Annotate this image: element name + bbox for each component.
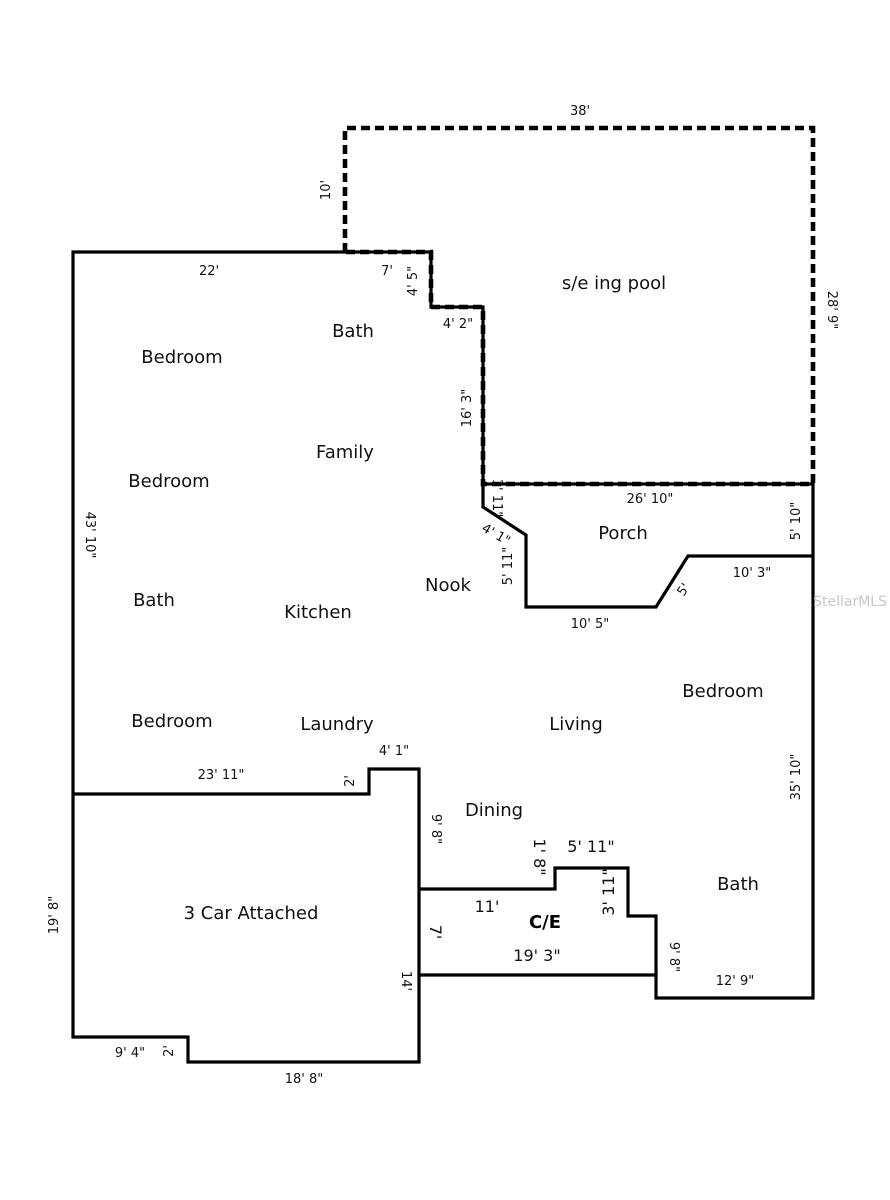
dim-porch-angle: 5' [675,581,694,599]
room-bedroom-1: Bedroom [141,347,222,368]
dim-pool-left: 10' [319,180,334,200]
dim-porch-right-edge: 5' 10" [789,502,804,541]
room-living: Living [549,714,603,735]
dim-garage-left: 19' 8" [47,896,62,935]
room-kitchen: Kitchen [284,602,352,623]
garage-top-wall [73,767,421,975]
dim-ce-left: 7' [426,925,445,940]
dim-small-two-bottom: 2' [162,1045,177,1057]
room-pool: s/e ing pool [562,273,666,294]
room-dining: Dining [465,800,523,821]
dim-corner-small: 1' 11" [489,479,504,518]
dim-pool-side-wall: 16' 3" [460,389,475,428]
dim-garage-top: 23' 11" [198,768,245,783]
watermark: StellarMLS [813,594,887,610]
dim-pool-right: 28' 9" [824,291,839,330]
pool-outline [342,125,816,487]
dim-ce-step-top: 5' 11" [567,837,614,856]
porch-outline [481,484,813,609]
dim-porch-bottom: 10' 5" [571,617,610,632]
dim-bath-bottom: 12' 9" [716,974,755,989]
dim-step-vertical: 4' 5" [406,266,421,296]
dim-garage-bottom: 18' 8" [285,1072,324,1087]
dim-pool-top: 38' [570,104,590,119]
room-ce: C/E [529,912,561,933]
room-bath-3: Bath [717,874,759,895]
dim-house-left: 43' 10" [82,512,97,559]
dim-top-step: 7' [381,264,393,279]
dim-ce-step-right: 3' 11" [599,868,618,915]
room-bath-1: Bath [332,321,374,342]
room-bedroom-2: Bedroom [128,471,209,492]
dim-ce-step-small: 1' 8" [530,838,549,875]
room-bedroom-4: Bedroom [131,711,212,732]
dim-right-wall: 35' 10" [789,754,804,801]
dim-small-two-top: 2' [343,775,358,787]
dim-ce-top: 11' [475,897,500,916]
dim-bath-left: 9' 8" [666,942,681,972]
dim-step-horizontal: 4' 2" [443,317,473,332]
ce-outline [419,866,658,975]
room-laundry: Laundry [300,714,374,735]
dim-porch-right-step: 10' 3" [733,566,772,581]
dim-top-left: 22' [199,264,219,279]
room-porch: Porch [598,523,648,544]
dim-porch-inner-vertical: 5' 11" [501,547,516,586]
dim-garage-bottom-left: 9' 4" [115,1046,145,1061]
room-garage: 3 Car Attached [184,903,319,924]
dim-porch-top: 26' 10" [627,492,674,507]
dim-ce-bottom: 19' 3" [513,946,560,965]
dim-porch-diagonal: 4' 1" [479,521,513,549]
room-family: Family [316,442,374,463]
dim-laundry-step: 4' 1" [379,744,409,759]
dim-dining-wall: 9' 8" [428,814,443,844]
dim-garage-right: 14' [398,971,413,991]
room-bedroom-3: Bedroom [682,681,763,702]
room-nook: Nook [425,575,471,596]
house-outline [71,250,815,1064]
room-bath-2: Bath [133,590,175,611]
